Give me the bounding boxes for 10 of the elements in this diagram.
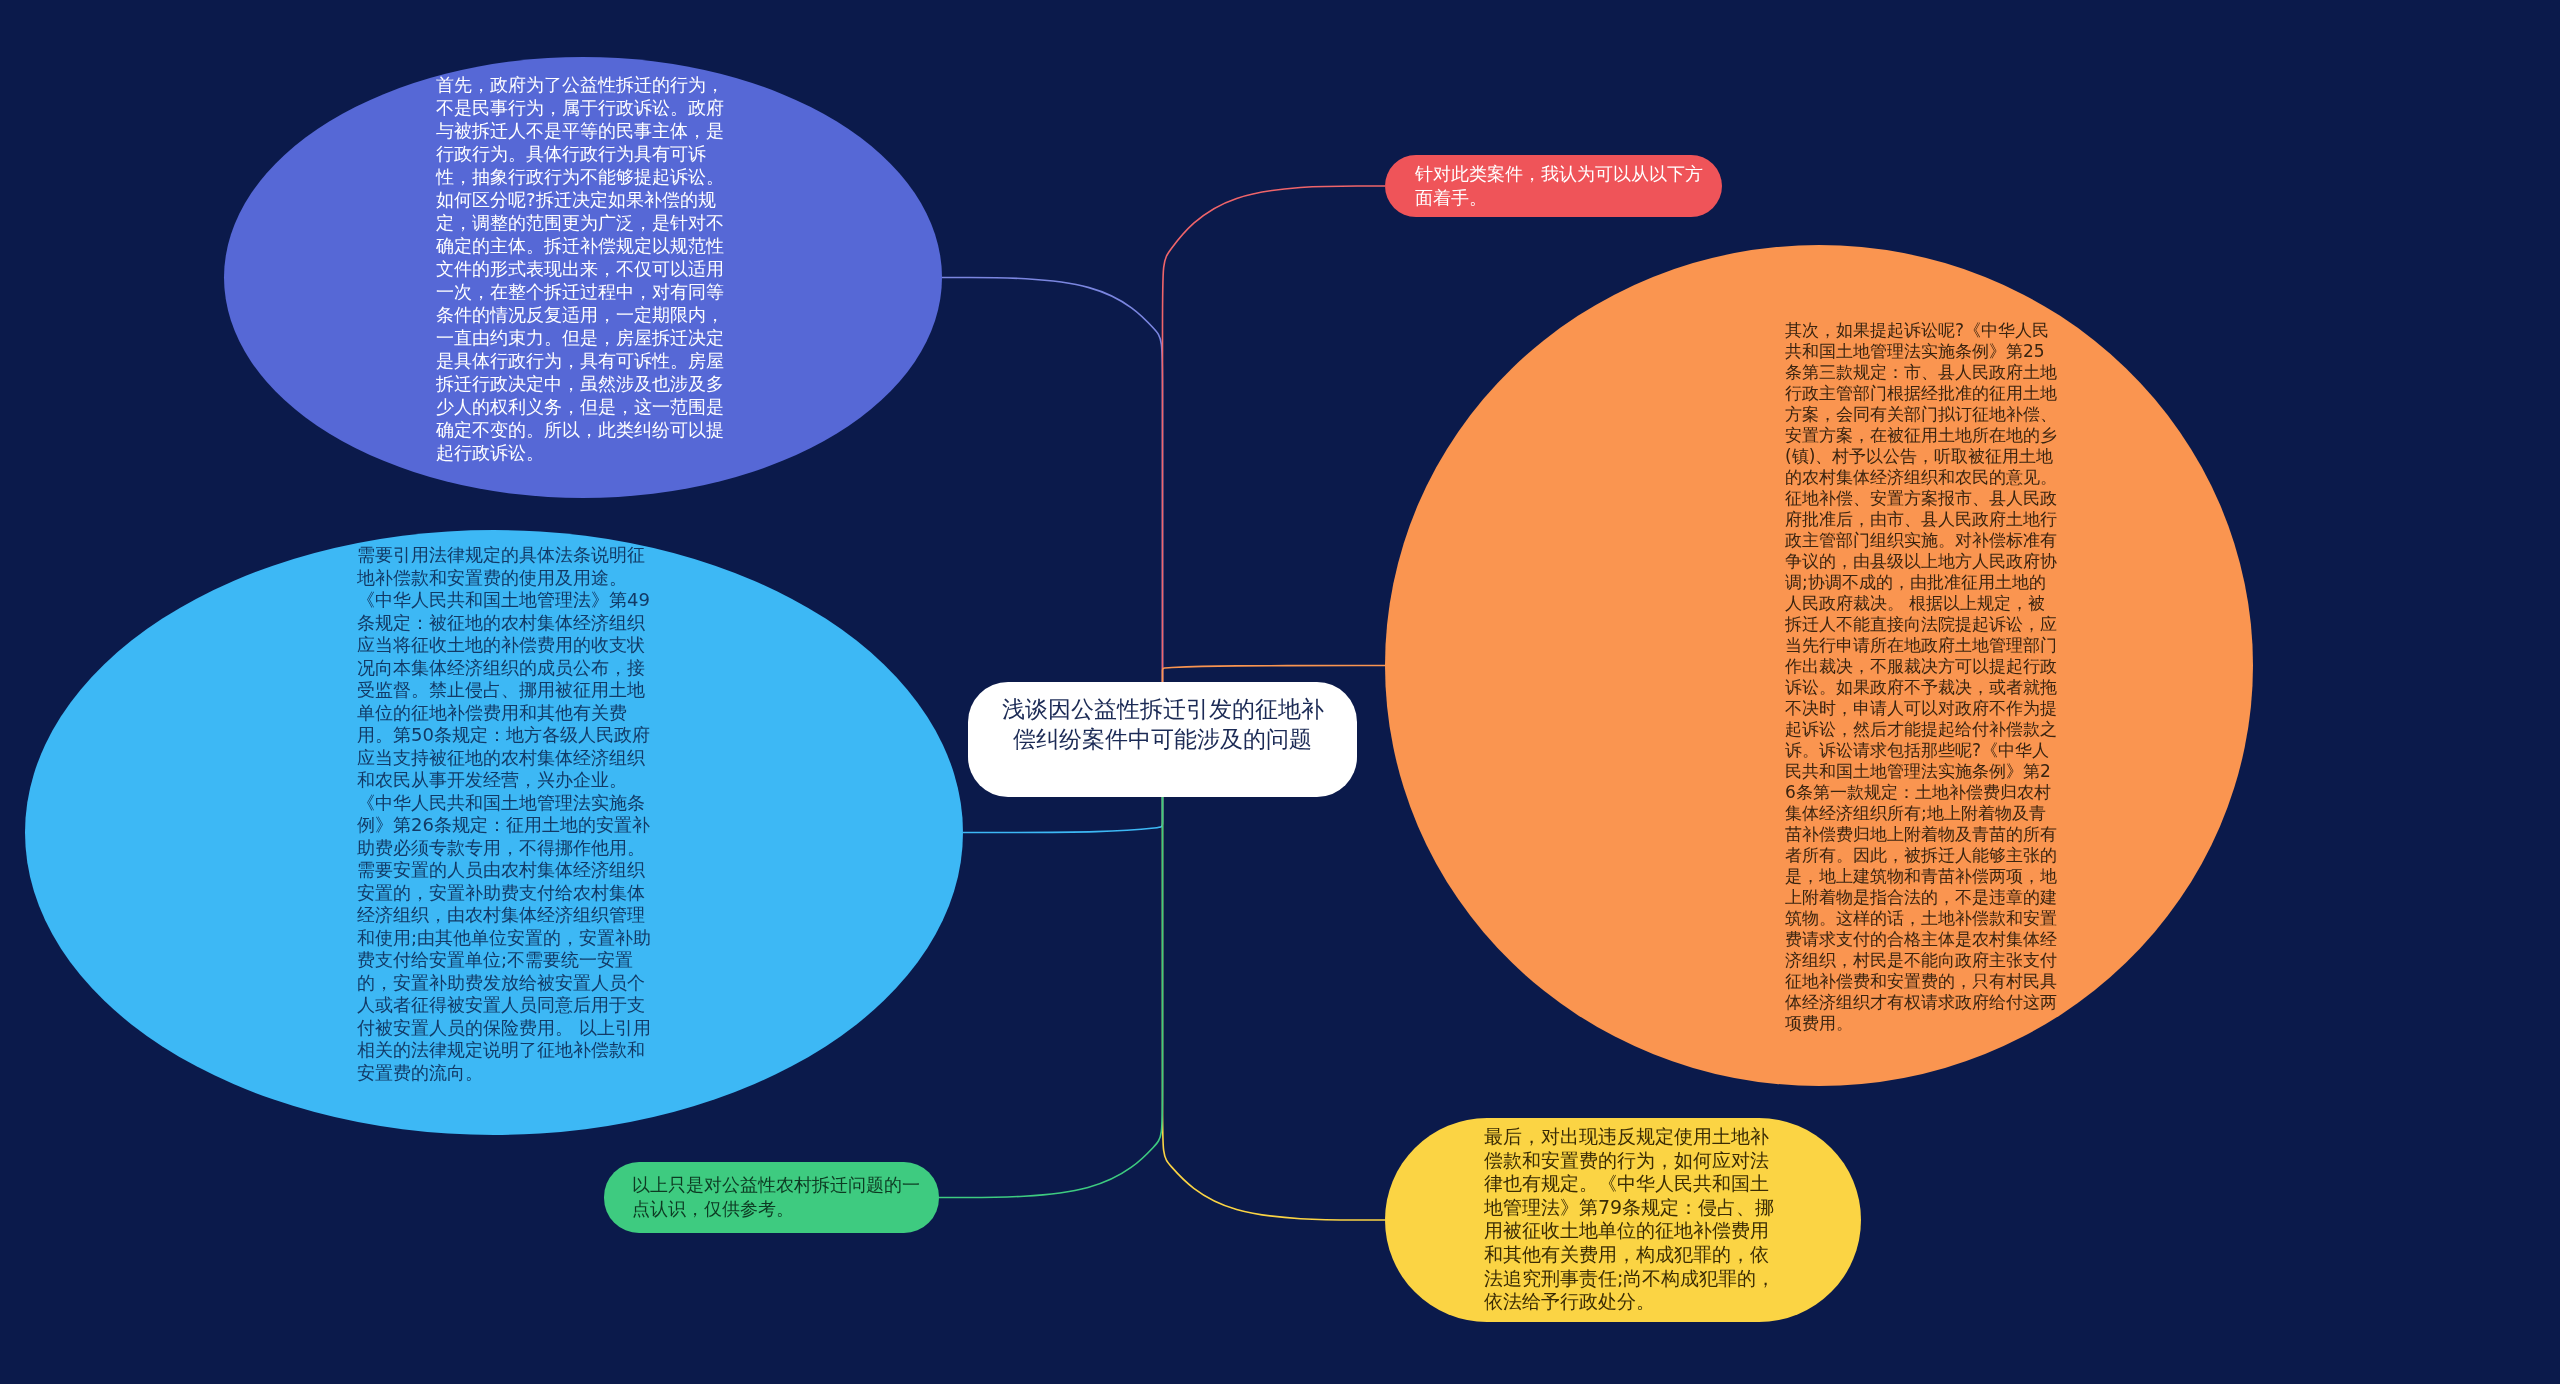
topic-text: 针对此类案件，我认为可以从以下方面着手。 [1415, 162, 1704, 210]
topic-text: 首先，政府为了公益性拆迁的行为，不是民事行为，属于行政诉讼。政府与被拆迁人不是平等的民事主体，是行政行为。具体行政行为具有可诉性，抽象行政行为不能够提起诉讼。如何区分呢?拆迁决定如果补偿的规定，调整的范围更为广泛，是针对不确定的主体。拆迁补偿规定以规范性文件的形式表现出来，不仅可以适用一次，在整个拆迁过程中，对有同等条件的情况反复适用，一定期限内，一直由约束力。但是，房屋拆迁决定是具体行政行为，具有可诉性。房屋拆迁行政决定中，虽然涉及也涉及多少人的权利义务，但是，这一范围是确定不变的。所以，此类纠纷可以提起行政诉讼。 [436, 73, 725, 464]
connector-line [938, 796, 1164, 1199]
topic-text: 最后，对出现违反规定使用土地补偿款和安置费的行为，如何应对法律也有规定。《中华人民共和国土地管理法》第79条规定：侵占、挪用被征收土地单位的征地补偿费用和其他有关费用，构成犯罪的，依法追究刑事责任;尚不构成犯罪的，依法给予行政处分。 [1484, 1125, 1777, 1314]
topic-text: 需要引用法律规定的具体法条说明征地补偿款和安置费的使用及用途。《中华人民共和国土地管理法》第49条规定：被征地的农村集体经济组织应当将征收土地的补偿费用的收支状况向本集体经济组织的成员公布，接受监督。禁止侵占、挪用被征用土地单位的征地补偿费用和其他有关费用。第50条规定：地方各级人民政府应当支持被征地的农村集体经济组织和农民从事开发经营，兴办企业。《中华人民共和国土地管理法实施条例》第26条规定：征用土地的安置补助费必须专款专用，不得挪作他用。需要安置的人员由农村集体经济组织安置的，安置补助费支付给农村集体经济组织，由农村集体经济组织管理和使用;由其他单位安置的，安置补助费支付给安置单位;不需要统一安置的，安置补助费发放给被安置人员个人或者征得被安置人员同意后用于支付被安置人员的保险费用。 以上引用相关的法律规定说明了征地补偿款和安置费的流向。 [357, 544, 653, 1084]
connector-line [1161, 664, 1386, 683]
topic-text: 其次，如果提起诉讼呢?《中华人民共和国土地管理法实施条例》第25条第三款规定：市、县人民政府土地行政主管部门根据经批准的征用土地方案，会同有关部门拟订征地补偿、安置方案，在被征用土地所在地的乡(镇)、村予以公告，听取被征用土地的农村集体经济组织和农民的意见。征地补偿、安置方案报市、县人民政府批准后，由市、县人民政府土地行政主管部门组织实施。对补偿标准有争议的，由县级以上地方人民政府协调;协调不成的，由批准征用土地的人民政府裁决。 根据以上规定，被拆迁人不能直接向法院提起诉讼，应当先行申请所在地政府土地管理部门作出裁决，不服裁决方可以提起行政诉讼。如果政府不予裁决，或者就拖不决时，申请人可以对政府不作为提起诉讼，然后才能提起给付补偿款之诉。诉讼请求包括那些呢?《中华人民共和国土地管理法实施条例》第26条第一款规定：土地补偿费归农村集体经济组织所有;地上附着物及青苗补偿费归地上附着物及青苗的所有者所有。因此，被拆迁人能够主张的是，地上建筑物和青苗补偿两项，地上附着物是指合法的，不是违章的建筑物。这样的话，土地补偿款和安置费请求支付的合格主体是农村集体经济组织，村民是不能向政府主张支付征地补偿费和安置费的，只有村民具体经济组织才有权请求政府给付这两项费用。 [1785, 320, 2057, 1034]
topic-text: 以上只是对公益性农村拆迁问题的一点认识，仅供参考。 [632, 1173, 921, 1221]
central-topic-box [968, 682, 1357, 797]
central-topic-text: 浅谈因公益性拆迁引发的征地补偿纠纷案件中可能涉及的问题 [1000, 695, 1325, 754]
